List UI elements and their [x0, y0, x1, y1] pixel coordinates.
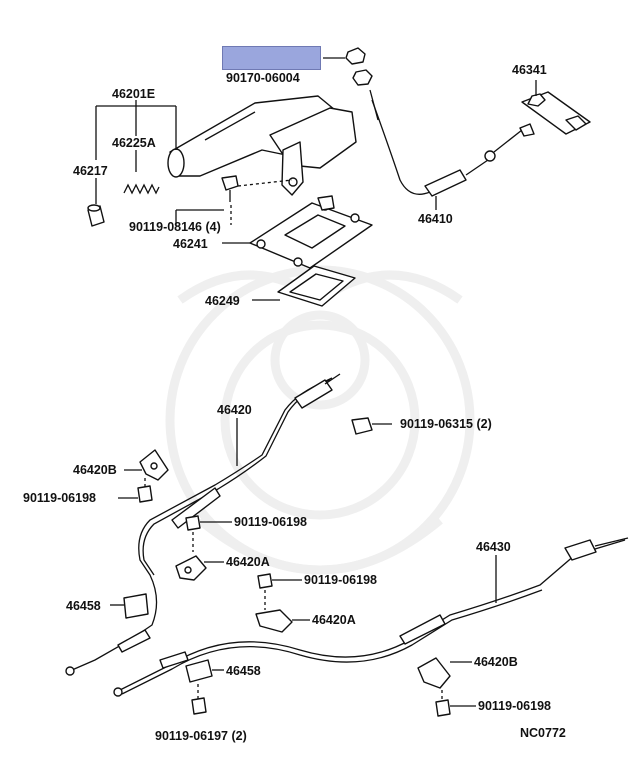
- label-46430[interactable]: 46430: [476, 540, 511, 554]
- label-46225A[interactable]: 46225A: [112, 136, 156, 150]
- highlighted-part-number-box[interactable]: [222, 46, 321, 70]
- cushion-46458-lower[interactable]: [185, 659, 213, 683]
- label-90119-06198-right[interactable]: 90119-06198: [478, 699, 551, 713]
- label-46420B-left[interactable]: 46420B: [73, 463, 117, 477]
- label-90119-06315[interactable]: 90119-06315 (2): [400, 417, 492, 431]
- label-46420B-right[interactable]: 46420B: [474, 655, 518, 669]
- clamp-46420A-upper[interactable]: [175, 555, 207, 581]
- cushion-46458-upper[interactable]: [123, 593, 149, 619]
- label-46217[interactable]: 46217: [73, 164, 108, 178]
- boot-gasket-46249[interactable]: [277, 265, 356, 307]
- bolt-90119-06198-right[interactable]: [435, 699, 451, 717]
- clamp-46420A-lower[interactable]: [255, 609, 293, 633]
- label-46410[interactable]: 46410: [418, 212, 453, 226]
- label-46201E[interactable]: 46201E: [112, 87, 155, 101]
- bolt-90119-06197[interactable]: [191, 684, 207, 715]
- label-46420A-lower[interactable]: 46420A: [312, 613, 356, 627]
- label-90119-06198-lower[interactable]: 90119-06198: [304, 573, 377, 587]
- label-90119-06197[interactable]: 90119-06197 (2): [155, 729, 247, 743]
- label-46458-lower[interactable]: 46458: [226, 664, 261, 678]
- part-labels: 46201E 46225A 46217 90170-06004 90119-08…: [23, 63, 566, 743]
- bolt-90119-06198-left[interactable]: [137, 478, 153, 503]
- bolt-90119-08146[interactable]: [221, 175, 293, 225]
- label-46420[interactable]: 46420: [217, 403, 252, 417]
- equalizer-46341[interactable]: [521, 91, 591, 135]
- nut-90170-06004[interactable]: [345, 47, 373, 86]
- label-90119-08146[interactable]: 90119-08146 (4): [129, 220, 221, 234]
- diagram-code: NC0772: [520, 726, 566, 740]
- label-90170-06004[interactable]: 90170-06004: [226, 71, 300, 85]
- bracket-plate-46241[interactable]: [249, 195, 373, 269]
- label-46341[interactable]: 46341: [512, 63, 547, 77]
- button-46217[interactable]: [87, 204, 105, 227]
- label-90119-06198-center[interactable]: 90119-06198: [234, 515, 307, 529]
- bolt-90119-06198-center[interactable]: [185, 515, 201, 552]
- clamp-46420B-right[interactable]: [417, 657, 451, 702]
- rear-cable-46420[interactable]: [65, 373, 341, 676]
- bolt-90119-06315[interactable]: [351, 417, 392, 435]
- leader-lines: [95, 57, 537, 707]
- label-46420A-upper[interactable]: 46420A: [226, 555, 270, 569]
- label-46241[interactable]: 46241: [173, 237, 208, 251]
- front-cable-46410[interactable]: [369, 89, 535, 197]
- spring-46225A[interactable]: [123, 183, 160, 195]
- parking-brake-lever-46201E[interactable]: [167, 95, 357, 196]
- label-90119-06198-left[interactable]: 90119-06198: [23, 491, 96, 505]
- bolt-90119-06198-lower[interactable]: [257, 573, 273, 610]
- label-46458-upper[interactable]: 46458: [66, 599, 101, 613]
- label-46249[interactable]: 46249: [205, 294, 240, 308]
- clamp-46420B-left[interactable]: [139, 449, 169, 481]
- rear-cable-46430[interactable]: [113, 537, 629, 697]
